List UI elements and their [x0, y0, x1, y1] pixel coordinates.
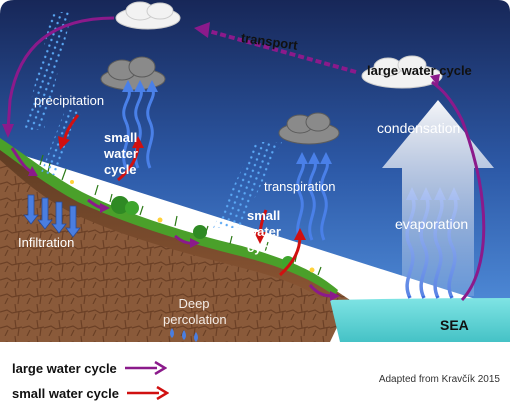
condensation-label: condensation: [377, 120, 461, 136]
sea-label: SEA: [440, 317, 469, 333]
evaporation-label: evaporation: [395, 216, 469, 232]
small-cycle-heads: [58, 136, 306, 244]
rain-3: [213, 142, 282, 228]
cloud-top: [115, 1, 181, 30]
transport-arrow: [204, 28, 357, 74]
legend-item-large: large water cycle: [12, 358, 167, 378]
cloud-right: [361, 55, 443, 89]
evapotranspiration-arrows-2: [296, 159, 329, 241]
precipitation-label: precipitation: [34, 93, 105, 108]
evapotranspiration-heads-2: [296, 152, 332, 164]
large-water-cycle-label: large water cycle: [367, 63, 472, 78]
legend-large-label: large water cycle: [12, 360, 117, 376]
evapotranspiration-heads-1: [122, 80, 158, 92]
grass: [0, 138, 338, 296]
rain-cloud-2: [278, 112, 340, 145]
legend-small-label: small water cycle: [12, 385, 119, 401]
red-arrow-icon: [126, 386, 169, 400]
condensation-arrow: [382, 100, 494, 296]
purple-arrow-icon: [124, 361, 167, 375]
source-credit: Adapted from Kravčík 2015: [378, 374, 500, 385]
small-water-cycle-label-upper: small water cycle: [104, 130, 138, 177]
large-cycle-heads: [2, 22, 440, 301]
infiltration-arrows: [23, 194, 81, 238]
infiltration-label: Infiltration: [18, 235, 75, 250]
water-cycle-scene: [0, 0, 510, 342]
flowers: [70, 180, 315, 273]
sea: [330, 298, 510, 342]
rain-cloud-1: [100, 56, 166, 91]
legend-item-small: small water cycle: [12, 383, 169, 403]
transpiration-label: transpiration: [264, 179, 336, 194]
percolation-drops: [170, 328, 198, 342]
legend: large water cycle small water cycle Adap…: [0, 352, 512, 410]
rain-1: [24, 12, 72, 130]
small-water-cycle-label-lower: small water cycle: [247, 208, 281, 255]
deep-percolation-label: Deep percolation: [163, 296, 227, 327]
